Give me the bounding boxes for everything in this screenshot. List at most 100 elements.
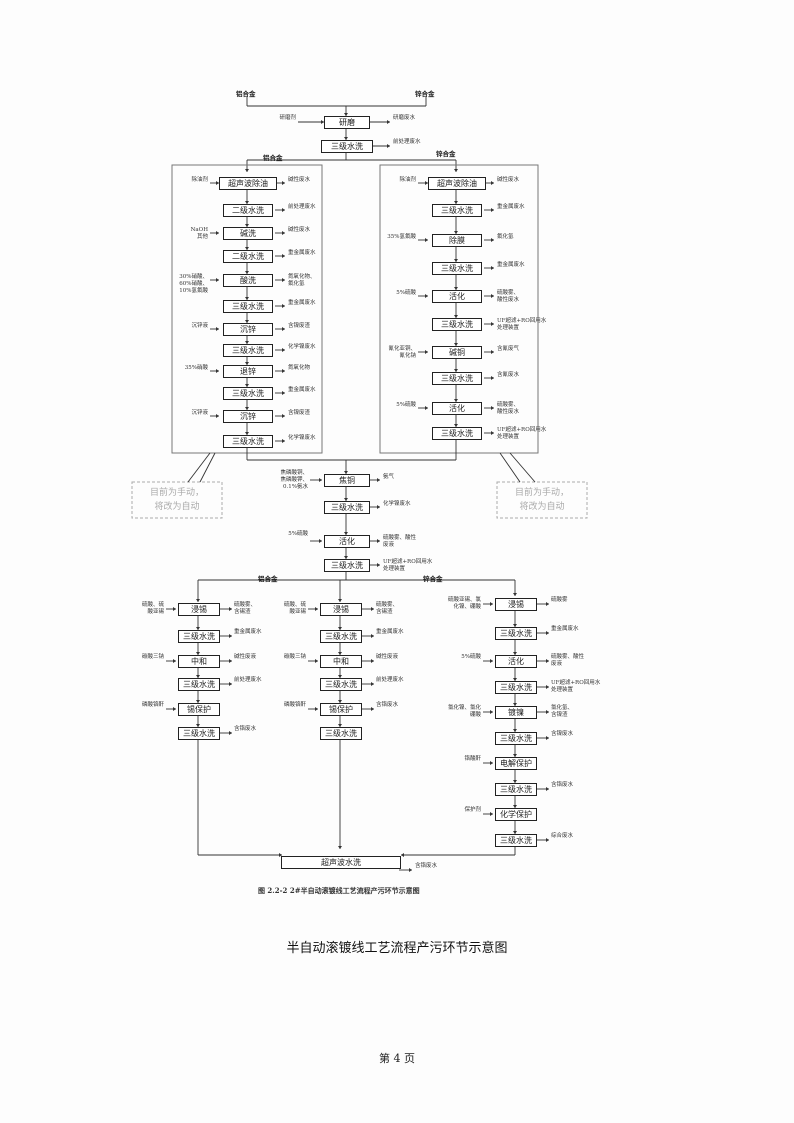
al-output: 碱性废水 xyxy=(288,177,311,183)
flow-line xyxy=(199,452,216,483)
mid-input: 5%硫酸 xyxy=(288,531,308,537)
zn-input: 35%氢氟酸 xyxy=(387,234,416,240)
arrow-head xyxy=(282,231,285,235)
note-manual-left: 目前为手动， 将改为自动 xyxy=(149,488,204,512)
input-label-zn: 锌合金 xyxy=(415,90,435,98)
arrow-head xyxy=(315,607,318,611)
zn-output: UF超滤+RO回用水 处理装置 xyxy=(497,318,547,331)
arrow-head xyxy=(454,343,458,346)
arrow-head xyxy=(282,254,285,258)
arrow-head xyxy=(491,376,494,380)
b3-output: 硫酸雾 xyxy=(551,597,568,603)
b3-input: 硫酸亚锡、氯 化镍、硼酸 xyxy=(447,597,481,610)
b3-step: 三级水洗 xyxy=(495,681,537,694)
arrow-head xyxy=(173,707,176,711)
arrow-head xyxy=(245,169,249,172)
b3-step: 浸锡 xyxy=(495,598,537,611)
b2-step: 锡保护 xyxy=(320,703,362,716)
b3-output: UF超滤+RO回用水 处理装置 xyxy=(551,680,601,693)
arrow-head xyxy=(338,675,342,678)
arrow-head xyxy=(546,685,549,689)
b3-step: 三级水洗 xyxy=(495,627,537,640)
arrow-head xyxy=(491,431,494,435)
final-output: 含铬废水 xyxy=(415,863,438,869)
arrow-head xyxy=(513,729,517,732)
zn-step: 三级水洗 xyxy=(432,427,482,440)
b1-step: 三级水洗 xyxy=(178,630,220,643)
b2-output: 前处理废水 xyxy=(376,677,404,683)
arrow-head xyxy=(546,602,549,606)
arrow-head xyxy=(490,659,493,663)
b3-step: 化学保护 xyxy=(495,808,537,821)
arrow-head xyxy=(315,659,318,663)
b1-input: 硫酸、硫 酸亚锡 xyxy=(141,602,164,615)
arrow-head xyxy=(245,224,249,227)
arrow-head xyxy=(546,838,549,842)
arrow-head xyxy=(491,181,494,185)
arrow-head xyxy=(245,432,249,435)
zn-output: 硫酸雾、 酸性废水 xyxy=(497,402,520,415)
arrow-head xyxy=(513,831,517,834)
b2-input: 磷酸铬酐 xyxy=(283,702,306,708)
b1-output: 前处理废水 xyxy=(234,677,262,683)
arrow-head xyxy=(425,181,428,185)
arrow-head xyxy=(387,144,390,148)
arrow-head xyxy=(546,659,549,663)
arrow-head xyxy=(282,348,285,352)
input-label: 研磨剂 xyxy=(279,115,296,121)
flow-line xyxy=(499,452,521,483)
b1-output: 硫酸雾、 含锡渣 xyxy=(234,602,257,615)
arrow-head xyxy=(245,341,249,344)
arrow-head xyxy=(282,414,285,418)
b3-step: 三级水洗 xyxy=(495,783,537,796)
b1-output: 碱性废液 xyxy=(234,654,257,660)
mid-step: 焦铜 xyxy=(324,474,370,487)
arrow-head xyxy=(491,294,494,298)
arrow-head xyxy=(229,731,232,735)
zn-step: 超声波除油 xyxy=(428,177,486,190)
b3-input: 5%硫酸 xyxy=(461,654,481,660)
b3-output: 含铬废水 xyxy=(551,782,574,788)
arrow-head xyxy=(229,682,232,686)
mid-output: UF超滤+RO回用水 处理装置 xyxy=(383,559,433,572)
zn-step: 三级水洗 xyxy=(432,262,482,275)
output-label: 研磨废水 xyxy=(393,115,416,121)
arrow-head xyxy=(425,294,428,298)
arrow-head xyxy=(338,627,342,630)
arrow-head xyxy=(491,266,494,270)
b1-input: 碳酸三钠 xyxy=(141,654,164,660)
arrow-head xyxy=(196,700,200,703)
arrow-head xyxy=(245,271,249,274)
arrow-head xyxy=(245,201,249,204)
b3-input: 氯化镍、氯化 硼酸 xyxy=(447,705,481,718)
figure-caption: 图 2.2-2 2#半自动滚镀线工艺流程产污环节示意图 xyxy=(258,886,420,895)
arrow-head xyxy=(319,539,322,543)
zn-output: 含氰废水 xyxy=(497,372,520,378)
arrow-head xyxy=(513,703,517,706)
arrow-head xyxy=(196,675,200,678)
arrow-head xyxy=(454,287,458,290)
arrow-head xyxy=(245,384,249,387)
al-step: 沉锌 xyxy=(223,410,273,423)
arrow-head xyxy=(425,406,428,410)
al-input: NaOH 其他 xyxy=(190,227,208,240)
zn-output: 碱性废水 xyxy=(497,177,520,183)
zn-step: 三级水洗 xyxy=(432,318,482,331)
arrow-head xyxy=(338,652,342,655)
branch-header-b1: 铝合金 xyxy=(258,575,278,583)
arrow-head xyxy=(229,659,232,663)
mid-output: 氨气 xyxy=(383,474,395,480)
zn-step: 活化 xyxy=(432,290,482,303)
arrow-head xyxy=(245,247,249,250)
arrow-head xyxy=(490,761,493,765)
arrow-head xyxy=(377,505,380,509)
arrow-head xyxy=(282,439,285,443)
arrow-head xyxy=(344,471,348,474)
arrow-head xyxy=(245,362,249,365)
arrow-head xyxy=(279,853,282,857)
al-step: 退锌 xyxy=(223,365,273,378)
zn-input: 除油剂 xyxy=(399,177,416,183)
arrow-head xyxy=(490,812,493,816)
arrow-head xyxy=(229,634,232,638)
